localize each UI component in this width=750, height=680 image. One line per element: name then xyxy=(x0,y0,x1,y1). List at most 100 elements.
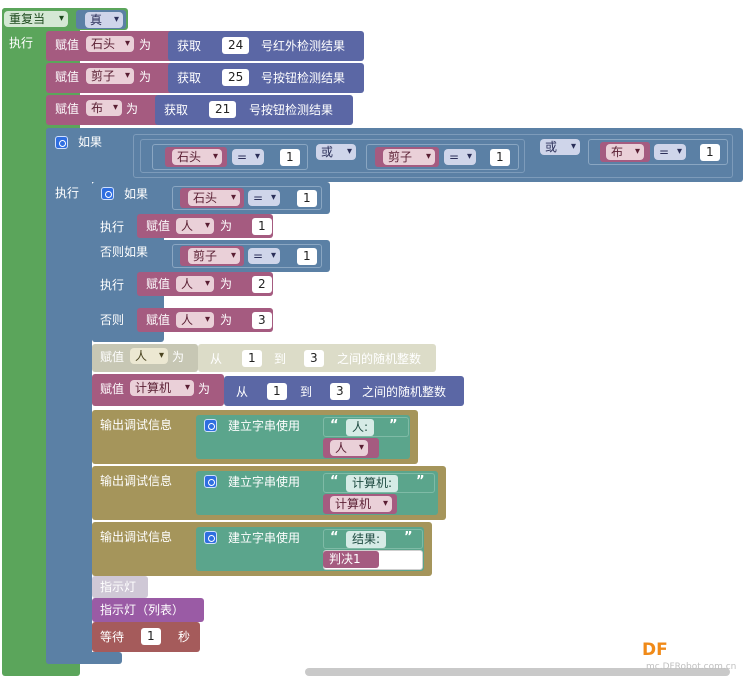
or-dropdown[interactable]: 或 xyxy=(540,139,580,155)
as-label: 为 xyxy=(172,350,185,364)
indicator-light-label: 指示灯 xyxy=(100,580,137,594)
do-label: 执行 xyxy=(100,278,125,292)
max-input[interactable]: 3 xyxy=(330,383,350,400)
value-input[interactable]: 3 xyxy=(252,312,272,329)
close-quote: ” xyxy=(404,530,413,545)
close-quote: ” xyxy=(416,474,425,489)
assign-label: 赋值 xyxy=(146,313,171,327)
var-person-dropdown[interactable]: 人 xyxy=(176,276,214,292)
random-desc: 之间的随机整数 xyxy=(362,385,447,399)
as-label: 为 xyxy=(139,38,152,52)
var-rock-dropdown[interactable]: 石头 xyxy=(172,149,222,165)
indicator-light-list-block[interactable] xyxy=(92,598,204,622)
equals-dropdown[interactable]: = xyxy=(232,149,264,165)
as-label: 为 xyxy=(220,219,233,233)
gear-icon[interactable] xyxy=(55,136,68,149)
sensor-desc: 号按钮检测结果 xyxy=(261,71,346,85)
as-label: 为 xyxy=(126,102,139,116)
assign-label: 赋值 xyxy=(55,102,80,116)
gear-icon[interactable] xyxy=(204,531,217,544)
var-person-dropdown[interactable]: 人 xyxy=(130,348,168,364)
gear-icon[interactable] xyxy=(204,419,217,432)
pin-input[interactable]: 24 xyxy=(222,37,250,54)
create-string-label: 建立字串使用 xyxy=(228,531,301,545)
open-quote: “ xyxy=(330,474,339,489)
as-label: 为 xyxy=(220,313,233,327)
equals-dropdown[interactable]: = xyxy=(248,248,280,264)
value-input[interactable]: 1 xyxy=(280,149,300,166)
or-dropdown[interactable]: 或 xyxy=(316,144,356,160)
value-input[interactable]: 1 xyxy=(700,144,720,161)
get-infrared-block[interactable] xyxy=(168,31,364,61)
to-label: 到 xyxy=(300,385,313,399)
from-label: 从 xyxy=(236,385,249,399)
var-rock-dropdown[interactable]: 石头 xyxy=(188,190,240,206)
assign-label: 赋值 xyxy=(100,350,125,364)
as-label: 为 xyxy=(220,277,233,291)
var-rock-dropdown[interactable]: 石头 xyxy=(86,36,134,52)
wait-seconds-input[interactable]: 1 xyxy=(141,628,161,645)
min-input[interactable]: 1 xyxy=(267,383,287,400)
create-string-label: 建立字串使用 xyxy=(228,419,301,433)
var-computer-dropdown[interactable]: 计算机 xyxy=(130,380,194,396)
open-quote: “ xyxy=(330,530,339,545)
var-cloth-dropdown[interactable]: 布 xyxy=(606,144,644,160)
close-quote: ” xyxy=(389,418,398,433)
open-quote: “ xyxy=(330,418,339,433)
pin-input[interactable]: 25 xyxy=(222,69,250,86)
text-field[interactable]: 计算机: xyxy=(346,475,399,492)
else-label: 否则 xyxy=(100,313,125,327)
var-computer-dropdown[interactable]: 计算机 xyxy=(330,496,392,512)
as-label: 为 xyxy=(139,70,152,84)
debug-label: 输出调试信息 xyxy=(100,474,173,488)
else-if-label: 否则如果 xyxy=(100,245,149,259)
true-dropdown[interactable]: 真 xyxy=(85,12,123,28)
assign-label: 赋值 xyxy=(146,219,171,233)
from-label: 从 xyxy=(210,352,223,366)
indicator-light-list-label: 指示灯（列表） xyxy=(100,603,185,617)
text-field[interactable]: 结果: xyxy=(346,531,387,548)
min-input[interactable]: 1 xyxy=(242,350,262,367)
do-label: 执行 xyxy=(55,186,80,200)
var-person-dropdown[interactable]: 人 xyxy=(330,440,368,456)
random-desc: 之间的随机整数 xyxy=(337,352,422,366)
get-button-block[interactable] xyxy=(155,95,353,125)
max-input[interactable]: 3 xyxy=(304,350,324,367)
repeat-mode-dropdown[interactable]: 重复当 xyxy=(4,11,68,27)
inner-if-footer xyxy=(92,334,132,342)
var-cloth-dropdown[interactable]: 布 xyxy=(86,100,122,116)
var-scissors-dropdown[interactable]: 剪子 xyxy=(86,68,134,84)
get-button-block[interactable] xyxy=(168,63,364,93)
indicator-light-block[interactable] xyxy=(92,576,148,598)
text-field[interactable]: 人: xyxy=(346,419,375,436)
gear-icon[interactable] xyxy=(101,187,114,200)
get-label: 获取 xyxy=(177,71,202,85)
wait-label: 等待 xyxy=(100,630,125,644)
seconds-label: 秒 xyxy=(178,630,191,644)
outer-if-footer xyxy=(46,652,122,664)
value-input[interactable]: 2 xyxy=(252,276,272,293)
value-input[interactable]: 1 xyxy=(297,190,317,207)
var-scissors-dropdown[interactable]: 剪子 xyxy=(383,149,435,165)
var-person-dropdown[interactable]: 人 xyxy=(176,312,214,328)
value-input[interactable]: 1 xyxy=(490,149,510,166)
equals-dropdown[interactable]: = xyxy=(248,190,280,206)
equals-dropdown[interactable]: = xyxy=(444,149,476,165)
horizontal-scrollbar[interactable] xyxy=(305,668,730,676)
gear-icon[interactable] xyxy=(204,475,217,488)
watermark-url: mc.DFRobot.com.cn xyxy=(646,662,737,672)
create-string-label: 建立字串使用 xyxy=(228,475,301,489)
assign-label: 赋值 xyxy=(100,382,125,396)
verdict-var[interactable]: 判决1 xyxy=(323,551,379,568)
sensor-desc: 号红外检测结果 xyxy=(261,39,346,53)
var-person-dropdown[interactable]: 人 xyxy=(176,218,214,234)
pin-input[interactable]: 21 xyxy=(209,101,237,118)
to-label: 到 xyxy=(274,352,287,366)
equals-dropdown[interactable]: = xyxy=(654,144,686,160)
value-input[interactable]: 1 xyxy=(252,218,272,235)
value-input[interactable]: 1 xyxy=(297,248,317,265)
outer-if-body xyxy=(46,128,92,664)
debug-label: 输出调试信息 xyxy=(100,530,173,544)
var-scissors-dropdown[interactable]: 剪子 xyxy=(188,248,240,264)
assign-label: 赋值 xyxy=(146,277,171,291)
